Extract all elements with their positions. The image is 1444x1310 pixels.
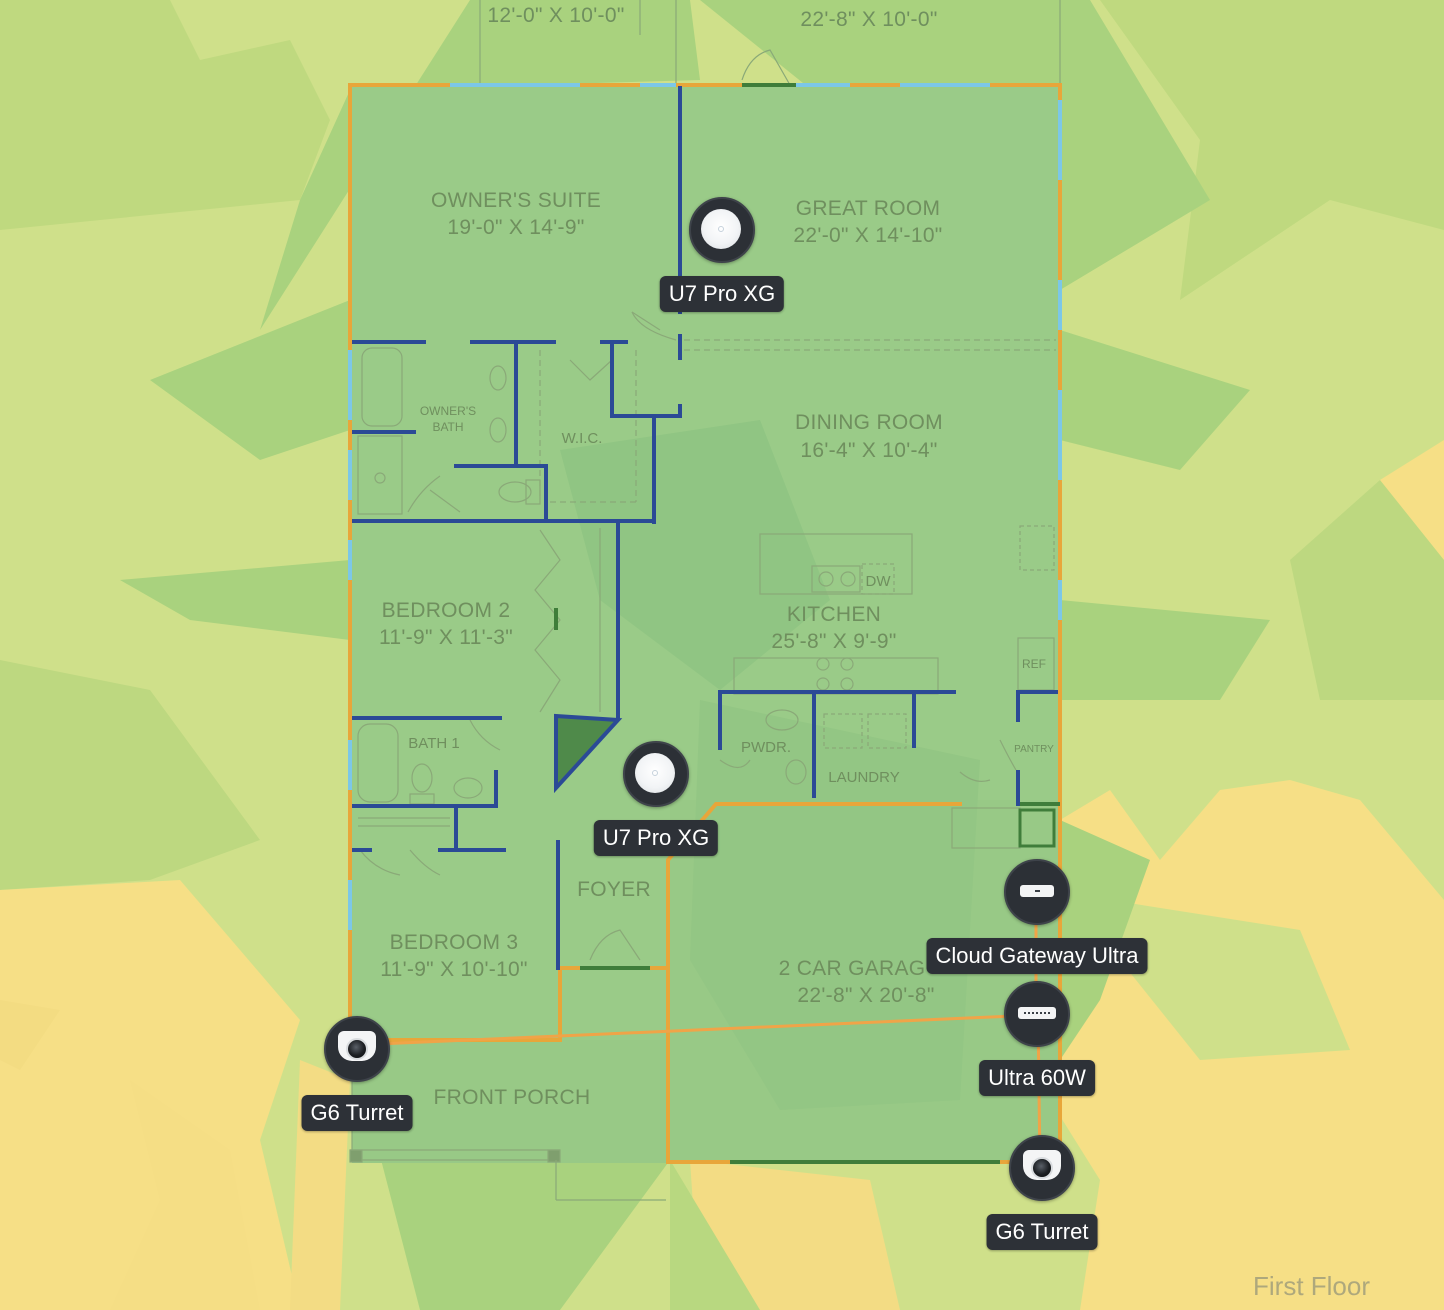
interior-walls bbox=[352, 86, 1058, 970]
appliance-ref-label: REF bbox=[1022, 657, 1046, 671]
room-garage-size: 22'-8" X 20'-8" bbox=[797, 984, 934, 1007]
room-front-porch-label: FRONT PORCH bbox=[434, 1086, 591, 1109]
room-top-left-size: 12'-0" X 10'-0" bbox=[487, 4, 624, 27]
window-segments bbox=[348, 83, 1062, 930]
room-pantry-label: PANTRY bbox=[1014, 744, 1054, 755]
door-segments bbox=[554, 83, 1060, 1164]
coverage-weak-area bbox=[690, 1160, 900, 1310]
coverage-good-area bbox=[1060, 330, 1250, 470]
coverage-patch bbox=[0, 0, 330, 230]
floor-name-label: First Floor bbox=[1253, 1271, 1370, 1301]
closet-shape bbox=[554, 713, 623, 794]
room-laundry-label: LAUNDRY bbox=[828, 769, 899, 786]
room-kitchen-name: KITCHEN bbox=[787, 603, 881, 626]
camera-icon bbox=[324, 1016, 390, 1082]
coverage-weak-area bbox=[1380, 440, 1444, 560]
coverage-good-area bbox=[1060, 600, 1270, 700]
room-kitchen-size: 25'-8" X 9'-9" bbox=[771, 630, 896, 653]
camera-icon bbox=[1009, 1135, 1075, 1201]
device-label: U7 Pro XG bbox=[659, 276, 785, 312]
device-label: Cloud Gateway Ultra bbox=[926, 938, 1148, 974]
room-powder-label: PWDR. bbox=[741, 739, 791, 756]
coverage-strong-area bbox=[560, 420, 830, 690]
room-great-room-size: 22'-0" X 14'-10" bbox=[793, 224, 942, 247]
coverage-good-area bbox=[150, 300, 350, 460]
room-wic-label: W.I.C. bbox=[562, 430, 603, 447]
room-bedroom-3-size: 11'-9" X 10'-10" bbox=[380, 958, 528, 981]
room-garage-name: 2 CAR GARAG bbox=[779, 957, 926, 980]
coverage-patch bbox=[0, 660, 260, 890]
device-label: U7 Pro XG bbox=[593, 820, 719, 856]
room-great-room-name: GREAT ROOM bbox=[796, 197, 941, 220]
room-owners-bath-label-1: OWNER'S bbox=[420, 404, 476, 418]
room-owners-suite-name: OWNER'S SUITE bbox=[431, 189, 601, 212]
room-owners-bath-label-2: BATH bbox=[432, 420, 463, 434]
room-labels: 12'-0" X 10'-0" 22'-8" X 10'-0" OWNER'S … bbox=[379, 4, 1054, 1109]
coverage-good-area bbox=[260, 0, 700, 330]
room-bedroom-2-size: 11'-9" X 11'-3" bbox=[379, 626, 513, 649]
device-label: Ultra 60W bbox=[979, 1060, 1095, 1096]
room-top-right-size: 22'-8" X 10'-0" bbox=[800, 8, 937, 31]
device-label: G6 Turret bbox=[986, 1214, 1098, 1250]
room-owners-suite-size: 19'-0" X 14'-9" bbox=[447, 216, 584, 239]
room-bedroom-2-name: BEDROOM 2 bbox=[382, 599, 511, 622]
coverage-good-area bbox=[120, 560, 350, 640]
switch-icon bbox=[1004, 981, 1070, 1047]
coverage-patch bbox=[1100, 0, 1444, 300]
gateway-icon bbox=[1004, 859, 1070, 925]
access-point-icon bbox=[623, 741, 689, 807]
floorplan-fixtures bbox=[349, 0, 1061, 1201]
room-bath-1-label: BATH 1 bbox=[408, 735, 459, 752]
room-dining-room-name: DINING ROOM bbox=[795, 411, 943, 434]
appliance-dw-label: DW bbox=[866, 573, 892, 590]
room-dining-room-size: 16'-4" X 10'-4" bbox=[800, 439, 937, 462]
coverage-patch bbox=[1290, 480, 1444, 700]
room-foyer-label: FOYER bbox=[577, 878, 651, 901]
coverage-weak-area bbox=[0, 1000, 60, 1070]
access-point-icon bbox=[689, 197, 755, 263]
device-label: G6 Turret bbox=[301, 1095, 413, 1131]
coverage-good-area bbox=[670, 1160, 760, 1310]
room-bedroom-3-name: BEDROOM 3 bbox=[390, 931, 519, 954]
coverage-weak-area bbox=[110, 1080, 260, 1310]
coverage-patch bbox=[1110, 900, 1350, 1060]
